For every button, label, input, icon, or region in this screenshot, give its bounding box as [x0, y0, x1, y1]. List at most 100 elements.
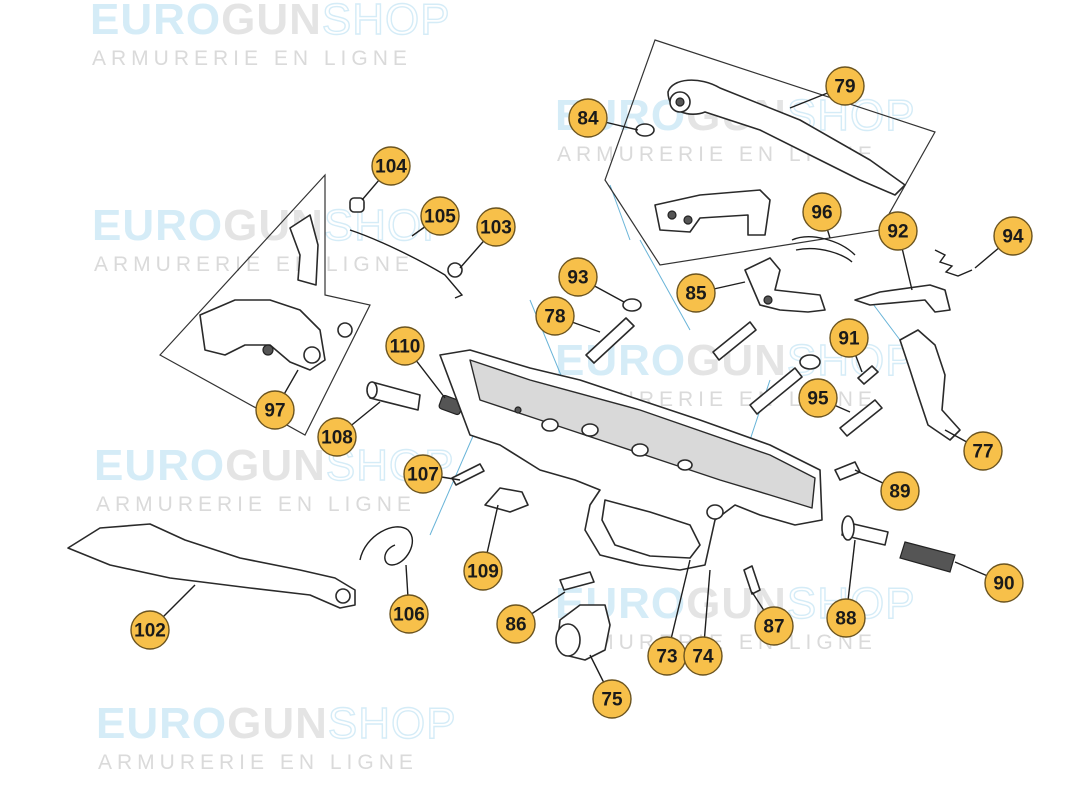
- callout-bubble: [798, 378, 838, 418]
- callout-89: 89: [880, 471, 920, 511]
- callout-label: 107: [407, 465, 439, 486]
- callout-bubble: [878, 211, 918, 251]
- callout-bubble: [496, 604, 536, 644]
- watermark-tagline: ARMURERIE EN LIGNE: [557, 143, 877, 166]
- watermark-1: EUROGUNSHOP ARMURERIE EN LIGNE: [90, 0, 451, 70]
- callout-label: 95: [807, 389, 829, 410]
- part-102-long-lever: [67, 523, 356, 609]
- callout-label: 84: [577, 109, 599, 130]
- callout-bubble: [389, 594, 429, 634]
- callout-bubble: [535, 296, 575, 336]
- callout-bubble: [476, 207, 516, 247]
- part-pin-b: [749, 367, 803, 415]
- watermark-brand-gun: GUN: [221, 0, 322, 44]
- callout-93: 93: [558, 257, 598, 297]
- part-75-plunger-assembly: [555, 604, 611, 661]
- callout-105: 105: [420, 196, 460, 236]
- callout-bubble: [130, 610, 170, 650]
- watermark-brand-gun: GUN: [227, 699, 328, 748]
- callout-label: 78: [544, 307, 565, 328]
- svg-text:EUROGUNSHOP: EUROGUNSHOP: [90, 0, 451, 44]
- callout-107: 107: [403, 454, 443, 494]
- callout-label: 93: [567, 268, 588, 289]
- part-92-lever: [854, 284, 951, 313]
- callout-label: 97: [264, 401, 285, 422]
- part-103-screw: [447, 262, 463, 278]
- callout-label: 104: [375, 157, 407, 178]
- callout-90: 90: [984, 563, 1024, 603]
- callout-label: 91: [838, 329, 860, 350]
- callout-74: 74: [683, 636, 723, 676]
- callout-bubble: [463, 551, 503, 591]
- callout-label: 92: [887, 222, 908, 243]
- callout-79: 79: [825, 66, 865, 106]
- callout-103: 103: [476, 207, 516, 247]
- callout-bubble: [255, 390, 295, 430]
- callout-label: 108: [321, 428, 353, 449]
- callout-104: 104: [371, 146, 411, 186]
- callout-78: 78: [535, 296, 575, 336]
- part-96-clip: [791, 236, 856, 263]
- watermark-tagline: ARMURERIE EN LIGNE: [94, 253, 414, 276]
- part-88-bolt: [841, 515, 889, 546]
- callout-88: 88: [826, 598, 866, 638]
- callout-85: 85: [676, 273, 716, 313]
- callout-87: 87: [754, 606, 794, 646]
- part-108-plunger: [366, 381, 421, 411]
- callout-label: 90: [993, 574, 1014, 595]
- part-93-ring: [622, 298, 642, 312]
- callout-bubble: [963, 431, 1003, 471]
- callout-bubble: [880, 471, 920, 511]
- callout-bubble: [592, 679, 632, 719]
- callout-94: 94: [993, 216, 1033, 256]
- part-109-clip: [484, 487, 529, 513]
- svg-text:EUROGUNSHOP: EUROGUNSHOP: [92, 201, 453, 250]
- part-86-spring-pin: [559, 571, 595, 591]
- callout-bubble: [829, 318, 869, 358]
- callout-label: 87: [763, 617, 784, 638]
- part-105-wire-spring: [349, 229, 464, 299]
- watermark-brand-shop: SHOP: [328, 699, 457, 748]
- callout-label: 105: [424, 207, 456, 228]
- callout-label: 94: [1002, 227, 1024, 248]
- callout-bubble: [385, 326, 425, 366]
- callout-109: 109: [463, 551, 503, 591]
- part-87-pin: [743, 565, 761, 595]
- watermark-brand-euro: EURO: [96, 699, 227, 748]
- callout-86: 86: [496, 604, 536, 644]
- part-79-lever: [667, 79, 906, 196]
- callout-84: 84: [568, 98, 608, 138]
- callout-96: 96: [802, 192, 842, 232]
- callout-label: 88: [835, 609, 856, 630]
- part-97-sear-assembly: [199, 299, 353, 371]
- svg-text:EUROGUNSHOP: EUROGUNSHOP: [96, 699, 457, 748]
- part-73-74-trigger-guard-frame: [439, 349, 823, 571]
- callout-bubble: [754, 606, 794, 646]
- part-84-pin: [635, 123, 655, 137]
- callout-layer: 79 84 104 105 103 96 92 94 93 85 78 110 91 95 97 108 77 1…: [130, 66, 1033, 719]
- callout-106: 106: [389, 594, 429, 634]
- callout-label: 106: [393, 605, 425, 626]
- callout-label: 110: [390, 337, 421, 358]
- callout-label: 73: [656, 647, 677, 668]
- callout-108: 108: [317, 417, 357, 457]
- callout-92: 92: [878, 211, 918, 251]
- callout-label: 75: [601, 690, 623, 711]
- part-106-spring: [359, 526, 414, 566]
- callout-97: 97: [255, 390, 295, 430]
- callout-label: 103: [480, 218, 512, 239]
- callout-110: 110: [385, 326, 425, 366]
- callout-bubble: [826, 598, 866, 638]
- part-ring-b: [799, 354, 821, 370]
- part-90-spring: [899, 541, 956, 573]
- callout-bubble: [371, 146, 411, 186]
- part-94-spring: [934, 249, 973, 277]
- callout-bubble: [676, 273, 716, 313]
- part-77-trigger: [899, 329, 961, 441]
- callout-77: 77: [963, 431, 1003, 471]
- callout-label: 77: [972, 442, 993, 463]
- watermark-brand-shop: SHOP: [322, 0, 451, 44]
- callout-bubble: [984, 563, 1024, 603]
- callout-bubble: [558, 257, 598, 297]
